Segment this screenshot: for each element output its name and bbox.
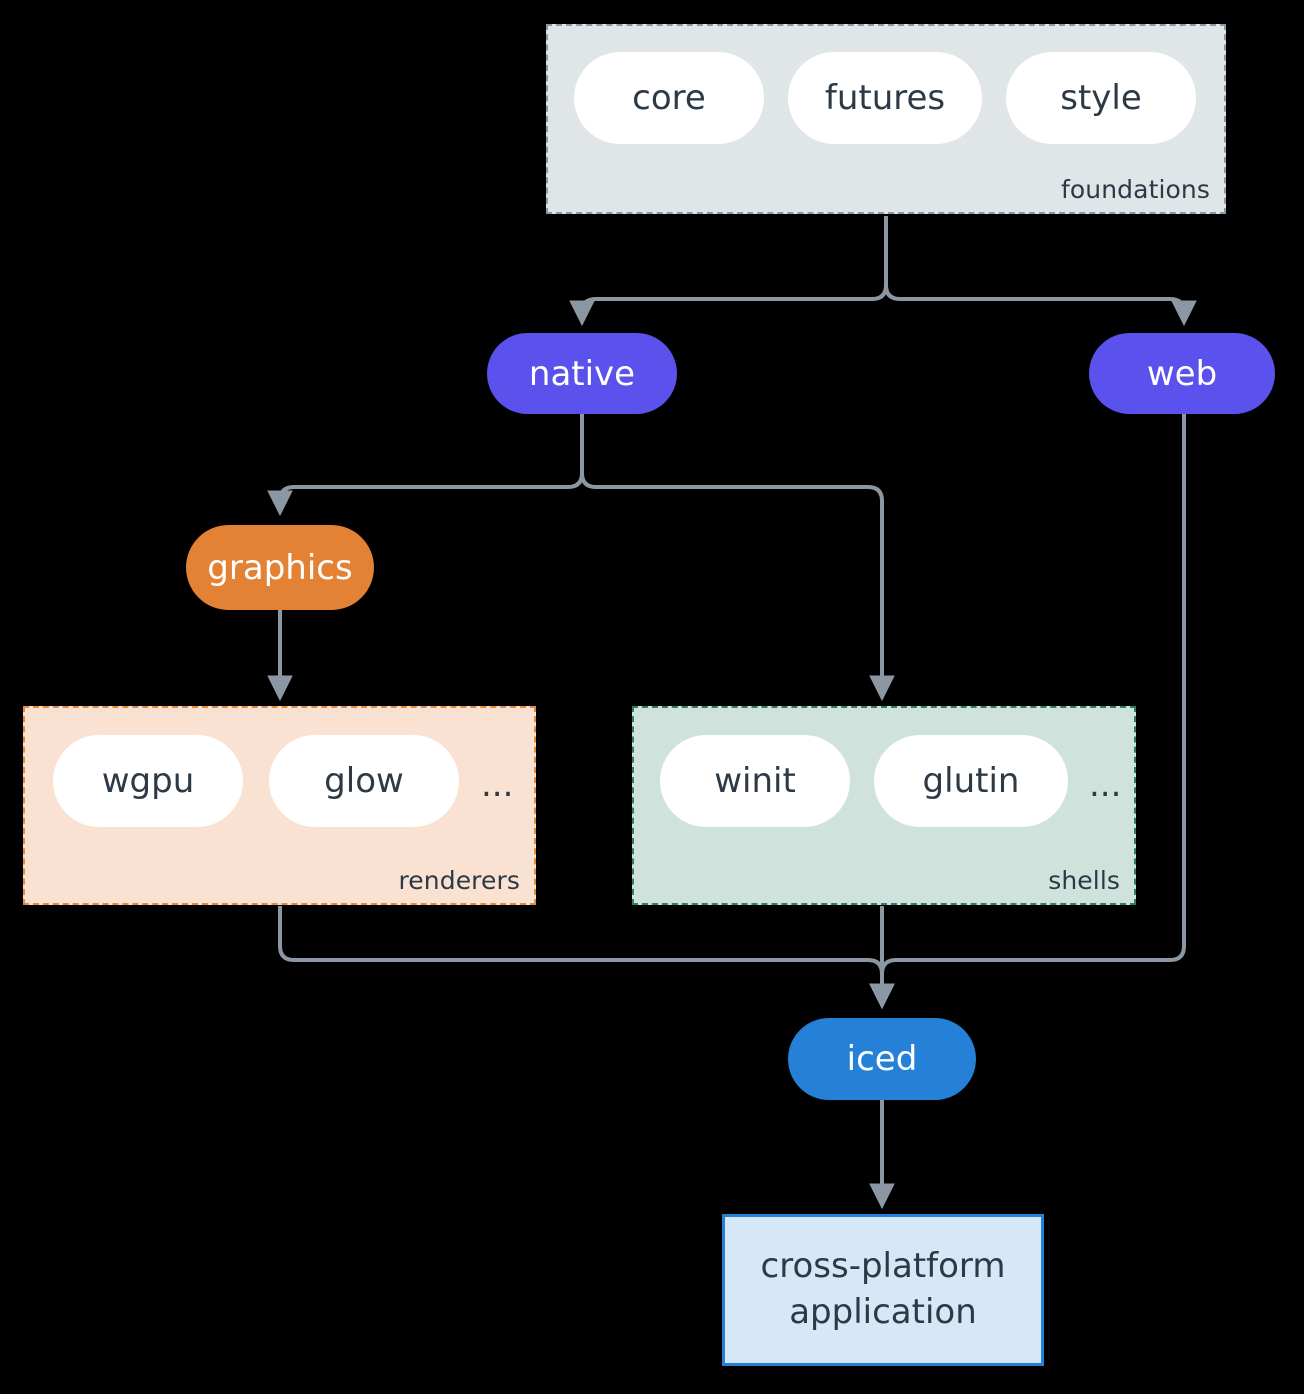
chip-futures-label: futures	[824, 78, 946, 118]
chip-futures[interactable]: futures	[788, 52, 982, 144]
edge-native-graphics	[267, 414, 584, 517]
node-web-label: web	[1146, 353, 1218, 394]
application-line-1: cross-platform	[760, 1246, 1006, 1287]
chip-glow-label: glow	[324, 761, 404, 801]
edge-native-shells	[580, 414, 895, 702]
chip-wgpu[interactable]: wgpu	[53, 735, 243, 827]
application-line-2: application	[789, 1292, 977, 1332]
node-cross-platform-application[interactable]: cross-platform application	[722, 1214, 1044, 1366]
chip-core[interactable]: core	[574, 52, 764, 144]
chip-winit[interactable]: winit	[660, 735, 850, 827]
chip-winit-label: winit	[714, 761, 796, 801]
group-shells: winit glutin ... shells	[632, 706, 1136, 905]
renderers-more-ellipsis: ...	[481, 765, 514, 805]
node-native[interactable]: native	[487, 333, 677, 414]
node-iced-label: iced	[846, 1039, 918, 1079]
group-foundations: core futures style foundations	[546, 24, 1226, 214]
node-native-label: native	[528, 353, 636, 394]
edge-foundations-native	[569, 216, 888, 327]
chip-glutin[interactable]: glutin	[874, 735, 1068, 827]
edge-foundations-web	[884, 216, 1197, 327]
shells-more-ellipsis: ...	[1089, 765, 1122, 805]
chip-style-label: style	[1060, 78, 1142, 118]
group-renderers: wgpu glow ... renderers	[23, 706, 536, 905]
node-graphics-label: graphics	[207, 547, 353, 588]
chip-glutin-label: glutin	[922, 761, 1020, 801]
node-graphics[interactable]: graphics	[186, 525, 374, 610]
chip-style[interactable]: style	[1006, 52, 1196, 144]
edge-renderers-iced	[278, 906, 895, 1010]
node-web[interactable]: web	[1089, 333, 1275, 414]
group-foundations-label: foundations	[1061, 175, 1210, 204]
group-renderers-label: renderers	[398, 866, 520, 895]
chip-core-label: core	[632, 78, 706, 118]
chip-wgpu-label: wgpu	[101, 761, 195, 801]
chip-glow[interactable]: glow	[269, 735, 459, 827]
node-iced[interactable]: iced	[788, 1018, 976, 1100]
group-shells-label: shells	[1048, 866, 1120, 895]
